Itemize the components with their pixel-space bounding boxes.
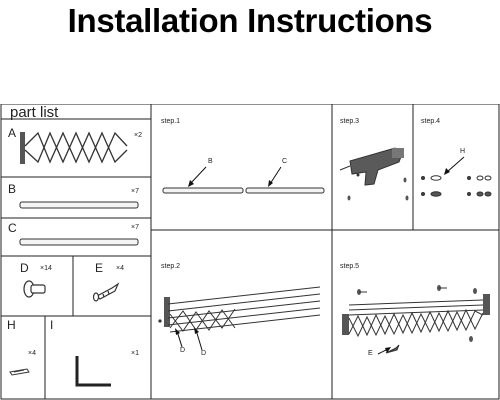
part-d-letter: D bbox=[20, 261, 29, 275]
step5-rack-illustration bbox=[342, 285, 490, 355]
part-b-letter: B bbox=[8, 182, 17, 196]
instruction-diagram bbox=[0, 104, 500, 400]
part-i-hexkey-illustration bbox=[75, 356, 111, 387]
step1-callout-c: C bbox=[282, 158, 288, 165]
sheet-frame bbox=[0, 104, 500, 400]
part-c-letter: C bbox=[8, 221, 17, 235]
part-e-qty: ×4 bbox=[116, 265, 124, 272]
part-a-qty: ×2 bbox=[134, 132, 142, 139]
step3-drill-illustration bbox=[339, 147, 409, 201]
part-b-rail-illustration bbox=[19, 201, 139, 209]
step5-label: step.5 bbox=[340, 263, 360, 270]
part-c-rail-illustration bbox=[19, 238, 139, 246]
step2-label: step.2 bbox=[161, 263, 181, 270]
step4-label: step.4 bbox=[421, 118, 441, 125]
part-h-letter: H bbox=[7, 318, 16, 332]
step5-callout-e: E bbox=[368, 350, 373, 357]
part-h-clip-illustration bbox=[9, 368, 30, 376]
part-i-qty: ×1 bbox=[131, 350, 139, 357]
part-e-screw-illustration bbox=[92, 282, 120, 302]
part-d-qty: ×14 bbox=[40, 265, 52, 272]
part-list-heading: part list bbox=[10, 104, 59, 121]
step2-rack-illustration bbox=[158, 286, 321, 351]
part-c-qty: ×7 bbox=[131, 224, 139, 231]
step1-callout-b: B bbox=[208, 158, 213, 165]
part-i-letter: I bbox=[50, 318, 54, 332]
part-e-letter: E bbox=[95, 261, 104, 275]
step4-illustration bbox=[421, 156, 492, 197]
step1-illustration bbox=[162, 166, 325, 194]
step2-callout-d1: D bbox=[180, 347, 186, 354]
step4-callout-h: H bbox=[460, 148, 466, 155]
page-title: Installation Instructions bbox=[67, 2, 433, 39]
step3-label: step.3 bbox=[340, 118, 360, 125]
part-b-qty: ×7 bbox=[131, 188, 139, 195]
part-h-qty: ×4 bbox=[28, 350, 36, 357]
step2-callout-d2: D bbox=[201, 350, 207, 357]
instruction-sheet: part list A ×2 B ×7 C ×7 D ×14 E ×4 H ×4… bbox=[0, 104, 500, 400]
step1-label: step.1 bbox=[161, 118, 181, 125]
part-a-letter: A bbox=[8, 126, 17, 140]
part-d-anchor-illustration bbox=[23, 280, 46, 298]
part-a-arm-illustration bbox=[20, 131, 128, 164]
